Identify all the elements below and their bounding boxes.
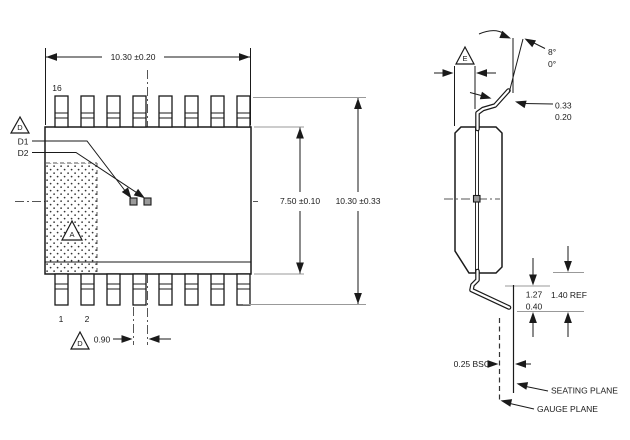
gauge-plane-label: GAUGE PLANE (537, 404, 598, 414)
pin (132, 273, 147, 306)
datum-e-letter: E (462, 54, 467, 63)
d2-label: D2 (18, 148, 29, 158)
foot-length-max-label: 1.27 (526, 290, 543, 300)
datum-d-triangle (9, 115, 31, 134)
plane-lines (498, 285, 515, 401)
pin (184, 273, 199, 306)
top-lead (475, 88, 511, 132)
datum-target-d1 (129, 197, 138, 206)
center-offset-dim-label: 0.90 (94, 335, 111, 345)
plane-labels: SEATING PLANE GAUGE PLANE (499, 379, 618, 414)
datum-a-flag: A (61, 219, 83, 241)
angle-arrow-shaft-left (478, 30, 505, 35)
d1-leader (32, 140, 127, 193)
gauge-offset-label: 0.25 BSC (454, 359, 490, 369)
height-dimensions: 7.50 ±0.10 10.30 ±0.33 (243, 97, 381, 305)
pin (184, 95, 199, 128)
arrowhead-left (46, 53, 57, 61)
seating-plane-label: SEATING PLANE (551, 386, 618, 396)
datum-e-triangle (455, 45, 475, 65)
front-view: 10.30 ±0.20 (9, 48, 381, 350)
leads (469, 88, 512, 310)
overall-height-dim-label: 10.30 ±0.33 (336, 196, 381, 206)
angle-line-8 (508, 38, 524, 94)
pin (80, 273, 95, 306)
pin (106, 95, 121, 128)
datum-target-d2 (143, 197, 152, 206)
lead-length-ref-label: 1.40 REF (551, 290, 587, 300)
foot-length-min-label: 0.40 (526, 302, 543, 312)
pin (236, 273, 251, 306)
body-height-dim-label: 7.50 ±0.10 (280, 196, 320, 206)
datum-a-triangle (61, 219, 83, 241)
lead-angle-dimension: 8° 0° (478, 30, 556, 94)
side-body (444, 126, 503, 274)
pin (132, 95, 147, 128)
lead-angle-max-label: 8° (548, 47, 556, 57)
lead-thickness-min-label: 0.20 (555, 112, 572, 122)
pin16-label: 16 (52, 83, 62, 93)
datum-d-letter-bottom: D (77, 339, 83, 348)
pin (80, 95, 95, 128)
d1-label: D1 (18, 137, 29, 147)
pin4-offset-dimension: D 0.90 (70, 330, 171, 350)
pin (236, 95, 251, 128)
datum-e-dimension: E (434, 45, 496, 126)
datum-targets (129, 197, 152, 206)
datum-a-letter: A (69, 230, 74, 239)
index-area-stipple (46, 163, 97, 273)
package-body (44, 126, 252, 275)
side-view: E (434, 30, 618, 414)
top-width-dim-label: 10.30 ±0.20 (111, 52, 156, 62)
lead-thickness-dimension: 0.33 0.20 (469, 91, 572, 122)
pin (210, 273, 225, 306)
datum-d-triangle-bottom (70, 330, 90, 350)
foot-dimensions: 1.27 0.40 1.40 REF (505, 246, 587, 337)
top-pins (54, 95, 251, 128)
pin (54, 273, 69, 306)
bottom-pins (54, 273, 251, 306)
lead-thickness-max-label: 0.33 (555, 101, 572, 111)
arrowhead-right (239, 53, 250, 61)
bottom-lead (469, 268, 512, 310)
pin2-label: 2 (85, 314, 90, 324)
d2-leader (32, 152, 139, 194)
pin1-label: 1 (59, 314, 64, 324)
side-datum-target (472, 194, 481, 203)
pin (210, 95, 225, 128)
pin-labels: 16 1 2 (52, 83, 89, 324)
pin (106, 273, 121, 306)
pin (54, 95, 69, 128)
gauge-offset-dimension: 0.25 BSC (454, 359, 531, 369)
pin (158, 95, 173, 128)
datum-d-letter: D (17, 123, 23, 132)
datum-d-callout: D D1 D2 (9, 115, 148, 202)
lead-angle-min-label: 0° (548, 59, 556, 69)
pin (158, 273, 173, 306)
